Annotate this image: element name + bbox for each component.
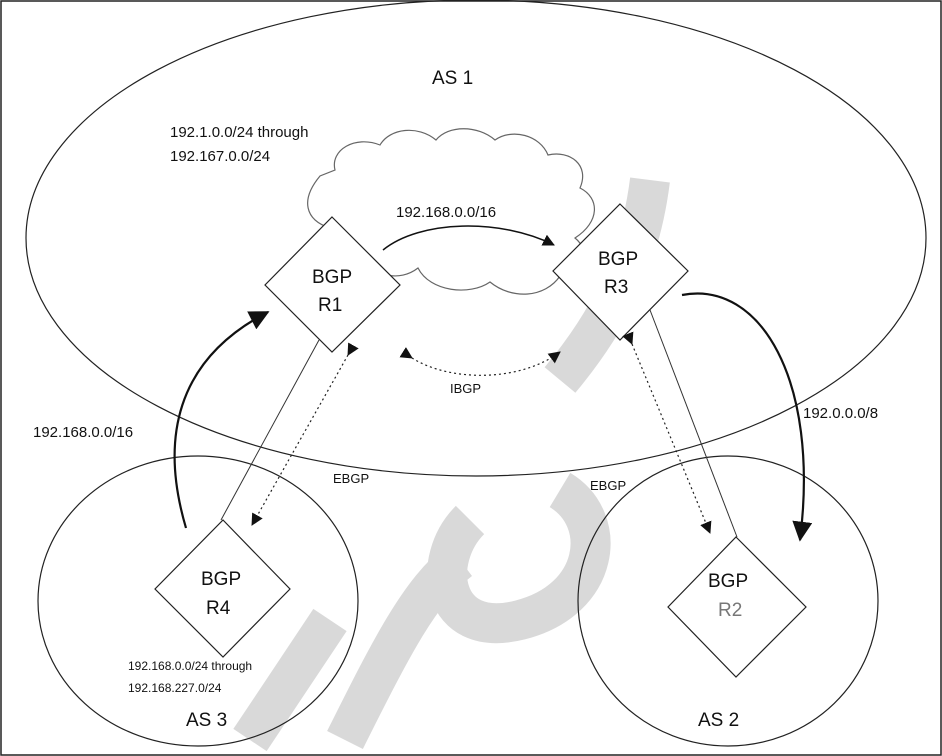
r4-to-r1-route-label: 192.168.0.0/16: [33, 424, 133, 441]
router-r4: [154, 519, 291, 658]
as1-range-line2: 192.167.0.0/24: [170, 148, 270, 165]
as2-boundary: [577, 455, 879, 747]
as1-range-line1: 192.1.0.0/24 through: [170, 124, 308, 141]
cloud-route-label: 192.168.0.0/16: [396, 204, 496, 221]
r3-to-r2-route-label: 192.0.0.0/8: [803, 405, 878, 422]
as3-label: AS 3: [186, 710, 227, 731]
r4-label-line1: BGP: [201, 569, 241, 590]
ebgp-left-label: EBGP: [333, 471, 369, 486]
as3-boundary: [37, 455, 359, 747]
r1-label-line2: R1: [318, 295, 342, 316]
router-r2: [667, 536, 807, 678]
ebgp-right-label: EBGP: [590, 478, 626, 493]
as1-boundary: [25, 0, 927, 477]
r3-to-r2-route-arrow: [681, 292, 813, 542]
as1-label: AS 1: [432, 68, 473, 89]
r4-to-r1-route-arrow: [173, 311, 270, 529]
r4-label-line2: R4: [206, 598, 231, 619]
r1-label-line1: BGP: [312, 267, 352, 288]
r2-label-line2: R2: [718, 600, 742, 621]
cloud-route-arrow: [382, 225, 555, 251]
ibgp-label: IBGP: [450, 381, 481, 396]
r3-label-line2: R3: [604, 277, 628, 298]
r3-label-line1: BGP: [598, 249, 638, 270]
ebgp-session-r3-r2: [622, 331, 712, 534]
as3-range-line1: 192.168.0.0/24 through: [128, 659, 252, 673]
as3-range-line2: 192.168.227.0/24: [128, 681, 222, 695]
link-r3-r2: [649, 309, 738, 538]
router-r3: [552, 203, 689, 341]
as2-label: AS 2: [698, 710, 739, 731]
ibgp-session-arrow: [399, 347, 561, 376]
r2-label-line1: BGP: [708, 571, 748, 592]
ebgp-session-r1-r4: [251, 342, 359, 526]
